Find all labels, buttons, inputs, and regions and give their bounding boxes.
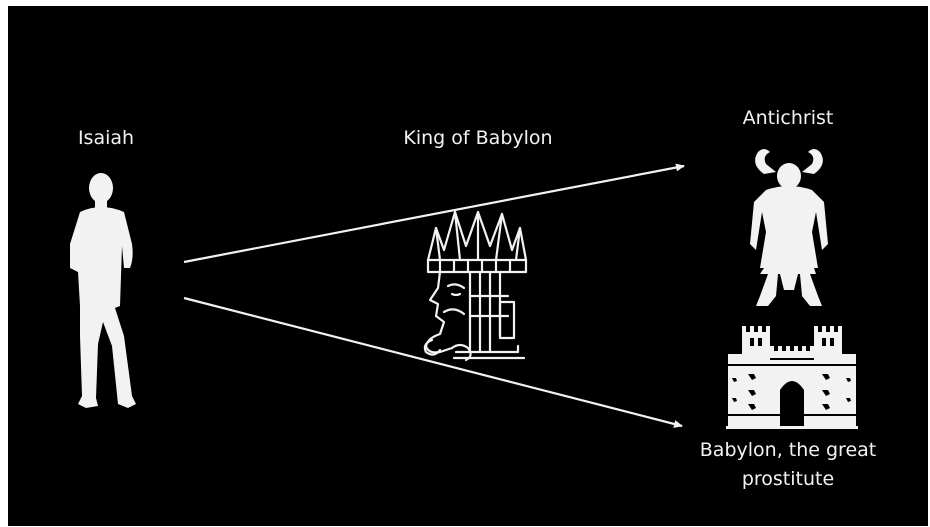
isaiah-label: Isaiah — [66, 124, 146, 152]
antichrist-label: Antichrist — [708, 104, 868, 132]
babylon-label: Babylon, the great prostitute — [673, 436, 903, 494]
arrow-to-babylon — [184, 298, 682, 426]
diagram-canvas: Isaiah King of Babylon Antichrist Babylo… — [8, 6, 928, 526]
babylon-gate-icon — [726, 326, 858, 429]
arrow-to-antichrist — [184, 166, 684, 262]
king-of-babylon-icon — [425, 212, 526, 360]
person-silhouette-icon — [70, 173, 136, 408]
king-of-babylon-label: King of Babylon — [368, 124, 588, 152]
horned-figure-icon — [750, 149, 828, 306]
